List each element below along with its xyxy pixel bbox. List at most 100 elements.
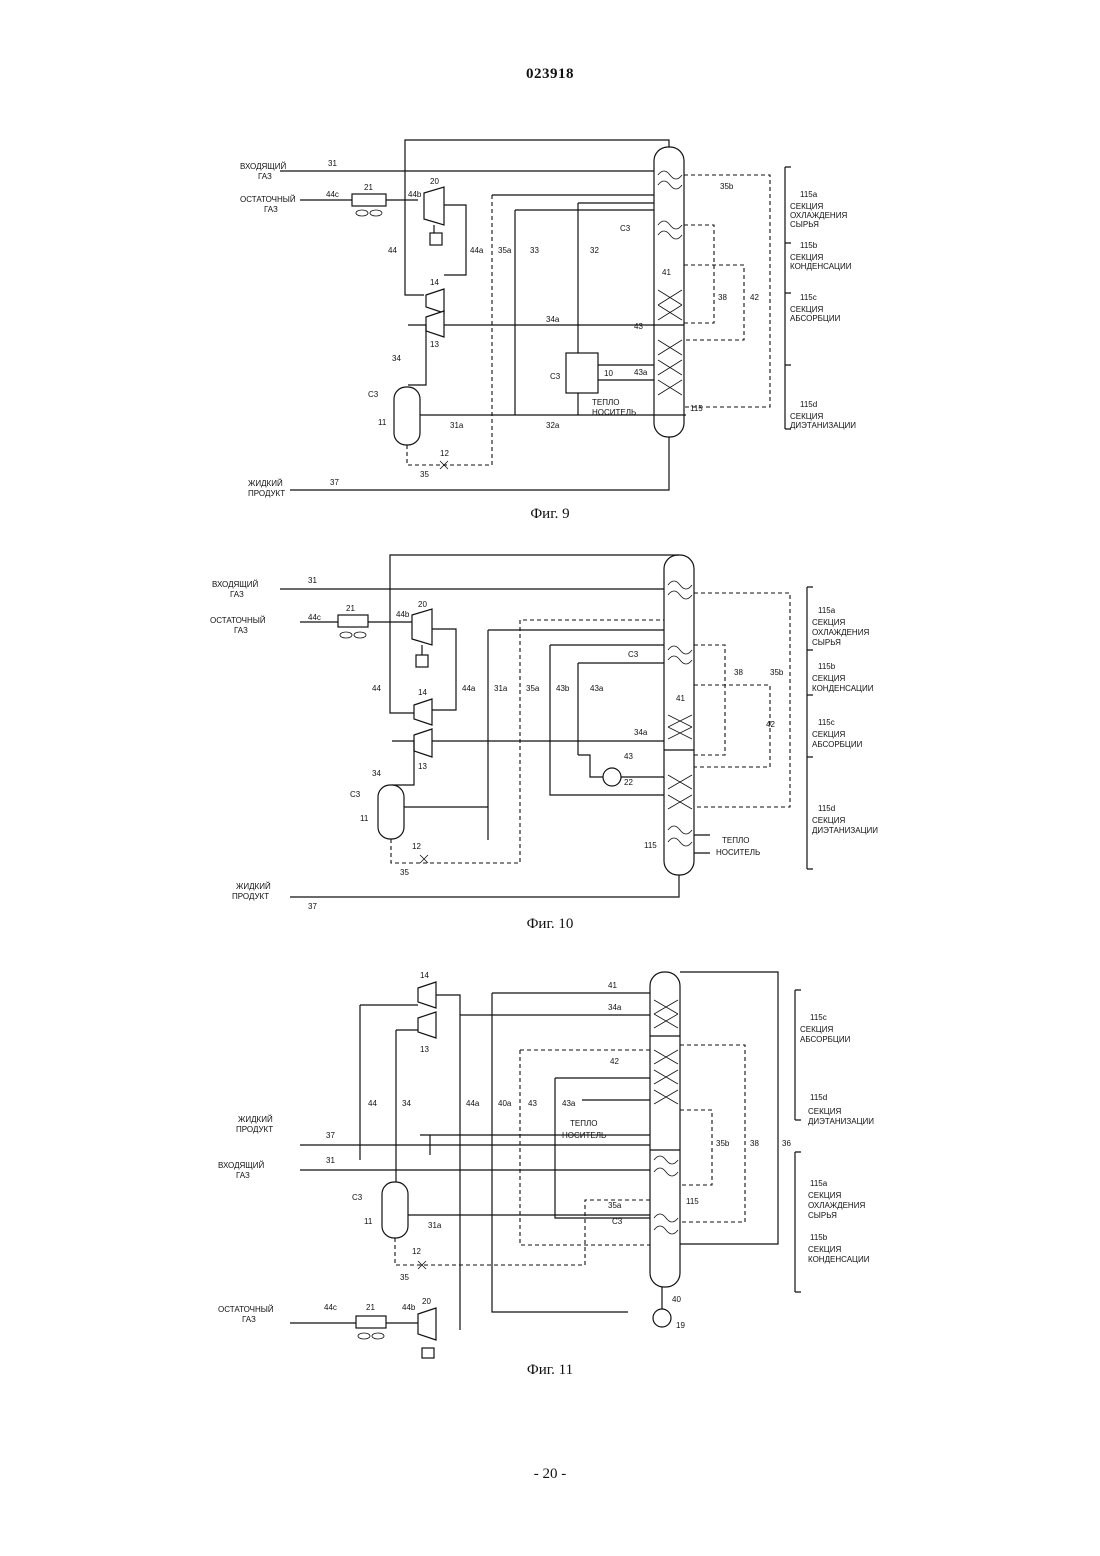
section-code: 115c xyxy=(818,718,835,727)
section-code: 115c xyxy=(810,1013,827,1022)
equipment-number: 20 xyxy=(418,600,427,609)
stream-number: 35a xyxy=(498,246,512,255)
separator-icon xyxy=(382,1182,408,1238)
inlet-gas-label-2: ГАЗ xyxy=(258,172,272,181)
stream-number: 43a xyxy=(590,684,604,693)
residue-gas-label: ОСТАТОЧНЫЙ xyxy=(218,1305,274,1314)
equipment-number: 11 xyxy=(364,1217,373,1226)
stream-number: 35 xyxy=(400,1273,409,1282)
section-code: 115d xyxy=(800,400,817,409)
refrigerant-label: C3 xyxy=(550,372,561,381)
heat-medium-label-2: НОСИТЕЛЬ xyxy=(592,408,636,417)
section-code: 115d xyxy=(818,804,835,813)
heat-medium-label-2: НОСИТЕЛЬ xyxy=(562,1131,606,1140)
section-label: СЕКЦИЯ xyxy=(812,618,845,627)
stream-number: 44 xyxy=(368,1099,377,1108)
pump-icon xyxy=(603,768,621,786)
fractionation-column-icon xyxy=(664,555,694,875)
stream-number: 41 xyxy=(662,268,671,277)
refrigerant-label: C3 xyxy=(620,224,631,233)
stream-number: 34 xyxy=(392,354,401,363)
equipment-number: 10 xyxy=(604,369,613,378)
section-label: СЕКЦИЯ xyxy=(812,674,845,683)
stream-number: 38 xyxy=(750,1139,759,1148)
stream-number: 44c xyxy=(324,1303,337,1312)
compressor-icon xyxy=(412,609,432,645)
liquid-product-label-2: ПРОДУКТ xyxy=(248,489,285,498)
stream-number: 31 xyxy=(326,1156,335,1165)
refrigerant-label: C3 xyxy=(628,650,639,659)
fractionation-column-icon xyxy=(654,147,684,437)
section-label: ОХЛАЖДЕНИЯ xyxy=(812,628,869,637)
stream-number: 44c xyxy=(308,613,321,622)
equipment-number: 115 xyxy=(690,404,703,413)
stream-number: 34a xyxy=(608,1003,622,1012)
stream-number: 43 xyxy=(528,1099,537,1108)
section-label: СЕКЦИЯ xyxy=(812,816,845,825)
section-label: СЕКЦИЯ xyxy=(808,1107,841,1116)
refrigerant-label: C3 xyxy=(352,1193,363,1202)
stream-number: 42 xyxy=(610,1057,619,1066)
section-label: СЕКЦИЯ xyxy=(808,1191,841,1200)
equipment-number: 20 xyxy=(422,1297,431,1306)
figure-9-diagram: ВХОДЯЩИЙ ГАЗ ОСТАТОЧНЫЙ ГАЗ ЖИДКИЙ ПРОДУ… xyxy=(0,125,1100,505)
residue-gas-label: ОСТАТОЧНЫЙ xyxy=(240,195,296,204)
stream-number: 42 xyxy=(750,293,759,302)
heat-medium-label: ТЕПЛО xyxy=(592,398,619,407)
equipment-number: 11 xyxy=(378,418,387,427)
section-label: ОХЛАЖДЕНИЯ xyxy=(808,1201,865,1210)
stream-number: 40 xyxy=(672,1295,681,1304)
separator-icon xyxy=(394,387,420,445)
stream-number: 43 xyxy=(624,752,633,761)
stream-number: 34 xyxy=(372,769,381,778)
stream-number: 35 xyxy=(400,868,409,877)
expander-icon xyxy=(418,982,436,1008)
residue-gas-label-2: ГАЗ xyxy=(234,626,248,635)
stream-number: 44 xyxy=(372,684,381,693)
section-label: СЫРЬЯ xyxy=(812,638,841,647)
liquid-product-label: ЖИДКИЙ xyxy=(248,479,283,488)
inlet-gas-label: ВХОДЯЩИЙ xyxy=(218,1161,265,1170)
figure-caption: Фиг. 9 xyxy=(0,506,1100,523)
section-label: ДИЭТАНИЗАЦИИ xyxy=(812,826,878,835)
section-label: СЕКЦИЯ xyxy=(790,412,823,421)
equipment-number: 13 xyxy=(418,762,427,771)
stream-number: 43 xyxy=(634,322,643,331)
stream-number: 41 xyxy=(676,694,685,703)
section-code: 115b xyxy=(810,1233,828,1242)
section-label: ОХЛАЖДЕНИЯ xyxy=(790,211,847,220)
stream-number: 37 xyxy=(326,1131,335,1140)
section-label: СЫРЬЯ xyxy=(790,220,819,229)
stream-number: 35b xyxy=(720,182,734,191)
figure-caption: Фиг. 11 xyxy=(0,1362,1100,1379)
heat-medium-label: ТЕПЛО xyxy=(570,1119,597,1128)
residue-gas-label-2: ГАЗ xyxy=(242,1315,256,1324)
inlet-gas-label-2: ГАЗ xyxy=(230,590,244,599)
fractionation-column-icon xyxy=(650,972,680,1287)
section-label: КОНДЕНСАЦИИ xyxy=(808,1255,870,1264)
section-code: 115a xyxy=(818,606,836,615)
stream-number: 43a xyxy=(634,368,648,377)
stream-number: 31 xyxy=(308,576,317,585)
air-cooler-icon xyxy=(352,194,386,206)
stream-number: 35b xyxy=(770,668,784,677)
section-label: СЕКЦИЯ xyxy=(808,1245,841,1254)
stream-number: 44b xyxy=(408,190,422,199)
heat-medium-label: ТЕПЛО xyxy=(722,836,749,845)
equipment-number: 115 xyxy=(644,841,657,850)
equipment-number: 21 xyxy=(366,1303,375,1312)
stream-number: 36 xyxy=(782,1139,791,1148)
liquid-product-label: ЖИДКИЙ xyxy=(236,882,271,891)
section-label: СЕКЦИЯ xyxy=(790,305,823,314)
equipment-number: 13 xyxy=(430,340,439,349)
section-label: КОНДЕНСАЦИИ xyxy=(790,262,852,271)
air-cooler-icon xyxy=(338,615,368,627)
section-label: СЕКЦИЯ xyxy=(800,1025,833,1034)
stream-number: 44 xyxy=(388,246,397,255)
refrigerant-label: C3 xyxy=(612,1217,623,1226)
compressor-icon xyxy=(418,1308,436,1340)
equipment-number: 14 xyxy=(420,971,429,980)
stream-number: 42 xyxy=(766,720,775,729)
equipment-number: 12 xyxy=(412,842,421,851)
separator-icon xyxy=(378,785,404,839)
